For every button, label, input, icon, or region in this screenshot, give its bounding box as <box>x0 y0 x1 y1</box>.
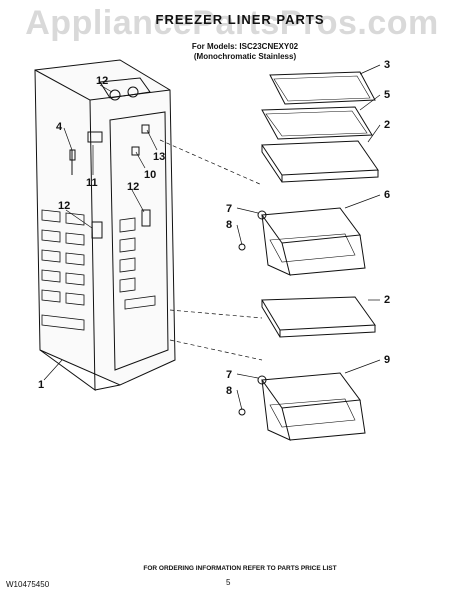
clip-12-right <box>141 209 151 227</box>
light-socket <box>87 131 103 143</box>
callout-11: 11 <box>86 177 98 189</box>
callout-12-left: 12 <box>58 200 70 212</box>
shelf-frame-2-top <box>261 140 379 176</box>
clip-12-left <box>91 221 103 239</box>
page-title: FREEZER LINER PARTS <box>155 12 325 27</box>
liner-bottom-edge <box>94 384 121 391</box>
callout-3: 3 <box>384 59 390 71</box>
shelf-3 <box>269 71 376 105</box>
projection-lines <box>159 139 263 361</box>
callout-12-right: 12 <box>127 181 139 193</box>
drawer-6-top <box>261 207 361 244</box>
drawers <box>238 207 366 441</box>
variant-line: (Monochromatic Stainless) <box>193 52 297 61</box>
callout-2-bottom: 2 <box>384 294 390 306</box>
clip-13 <box>141 124 150 134</box>
callout-12-top: 12 <box>96 75 108 87</box>
drawer-9-top <box>261 372 361 409</box>
callout-9: 9 <box>384 354 390 366</box>
callout-6: 6 <box>384 189 390 201</box>
fan-housing <box>99 77 151 99</box>
leader-lines <box>43 64 381 411</box>
wall-slots <box>41 209 156 331</box>
page-number: 5 <box>226 578 231 587</box>
clip-10 <box>131 146 140 156</box>
callout-4: 4 <box>56 121 63 133</box>
liner-inner-wall <box>109 111 169 371</box>
callout-13: 13 <box>153 151 165 163</box>
callout-labels: 3 5 2 6 7 8 2 9 7 8 12 4 11 13 10 12 12 … <box>38 59 390 397</box>
callout-8-top: 8 <box>226 219 232 231</box>
fan-motor-right <box>127 86 139 98</box>
watermark: AppliancePartsPros.com <box>25 4 439 42</box>
callout-1: 1 <box>38 379 44 391</box>
shelf-5 <box>261 106 373 140</box>
callout-8-bottom: 8 <box>226 385 232 397</box>
drawer-6-roller <box>257 210 267 220</box>
model-line: For Models: ISC23CNEXY02 <box>191 42 299 51</box>
callout-7-bottom: 7 <box>226 369 232 381</box>
document-number: W10475450 <box>6 580 50 589</box>
ordering-note: FOR ORDERING INFORMATION REFER TO PARTS … <box>143 565 337 572</box>
liner-side-edge <box>34 69 96 391</box>
callout-2-top: 2 <box>384 119 390 131</box>
freezer-liner-drawing <box>34 59 176 391</box>
shelves <box>261 71 379 338</box>
sensor <box>69 149 76 161</box>
liner-outline <box>34 59 176 386</box>
fan-motor-left <box>109 89 121 101</box>
callout-5: 5 <box>384 89 390 101</box>
callout-10: 10 <box>144 169 156 181</box>
drawer-9-roller <box>257 375 267 385</box>
shelf-frame-2-bottom <box>261 296 376 331</box>
callout-7-top: 7 <box>226 203 232 215</box>
